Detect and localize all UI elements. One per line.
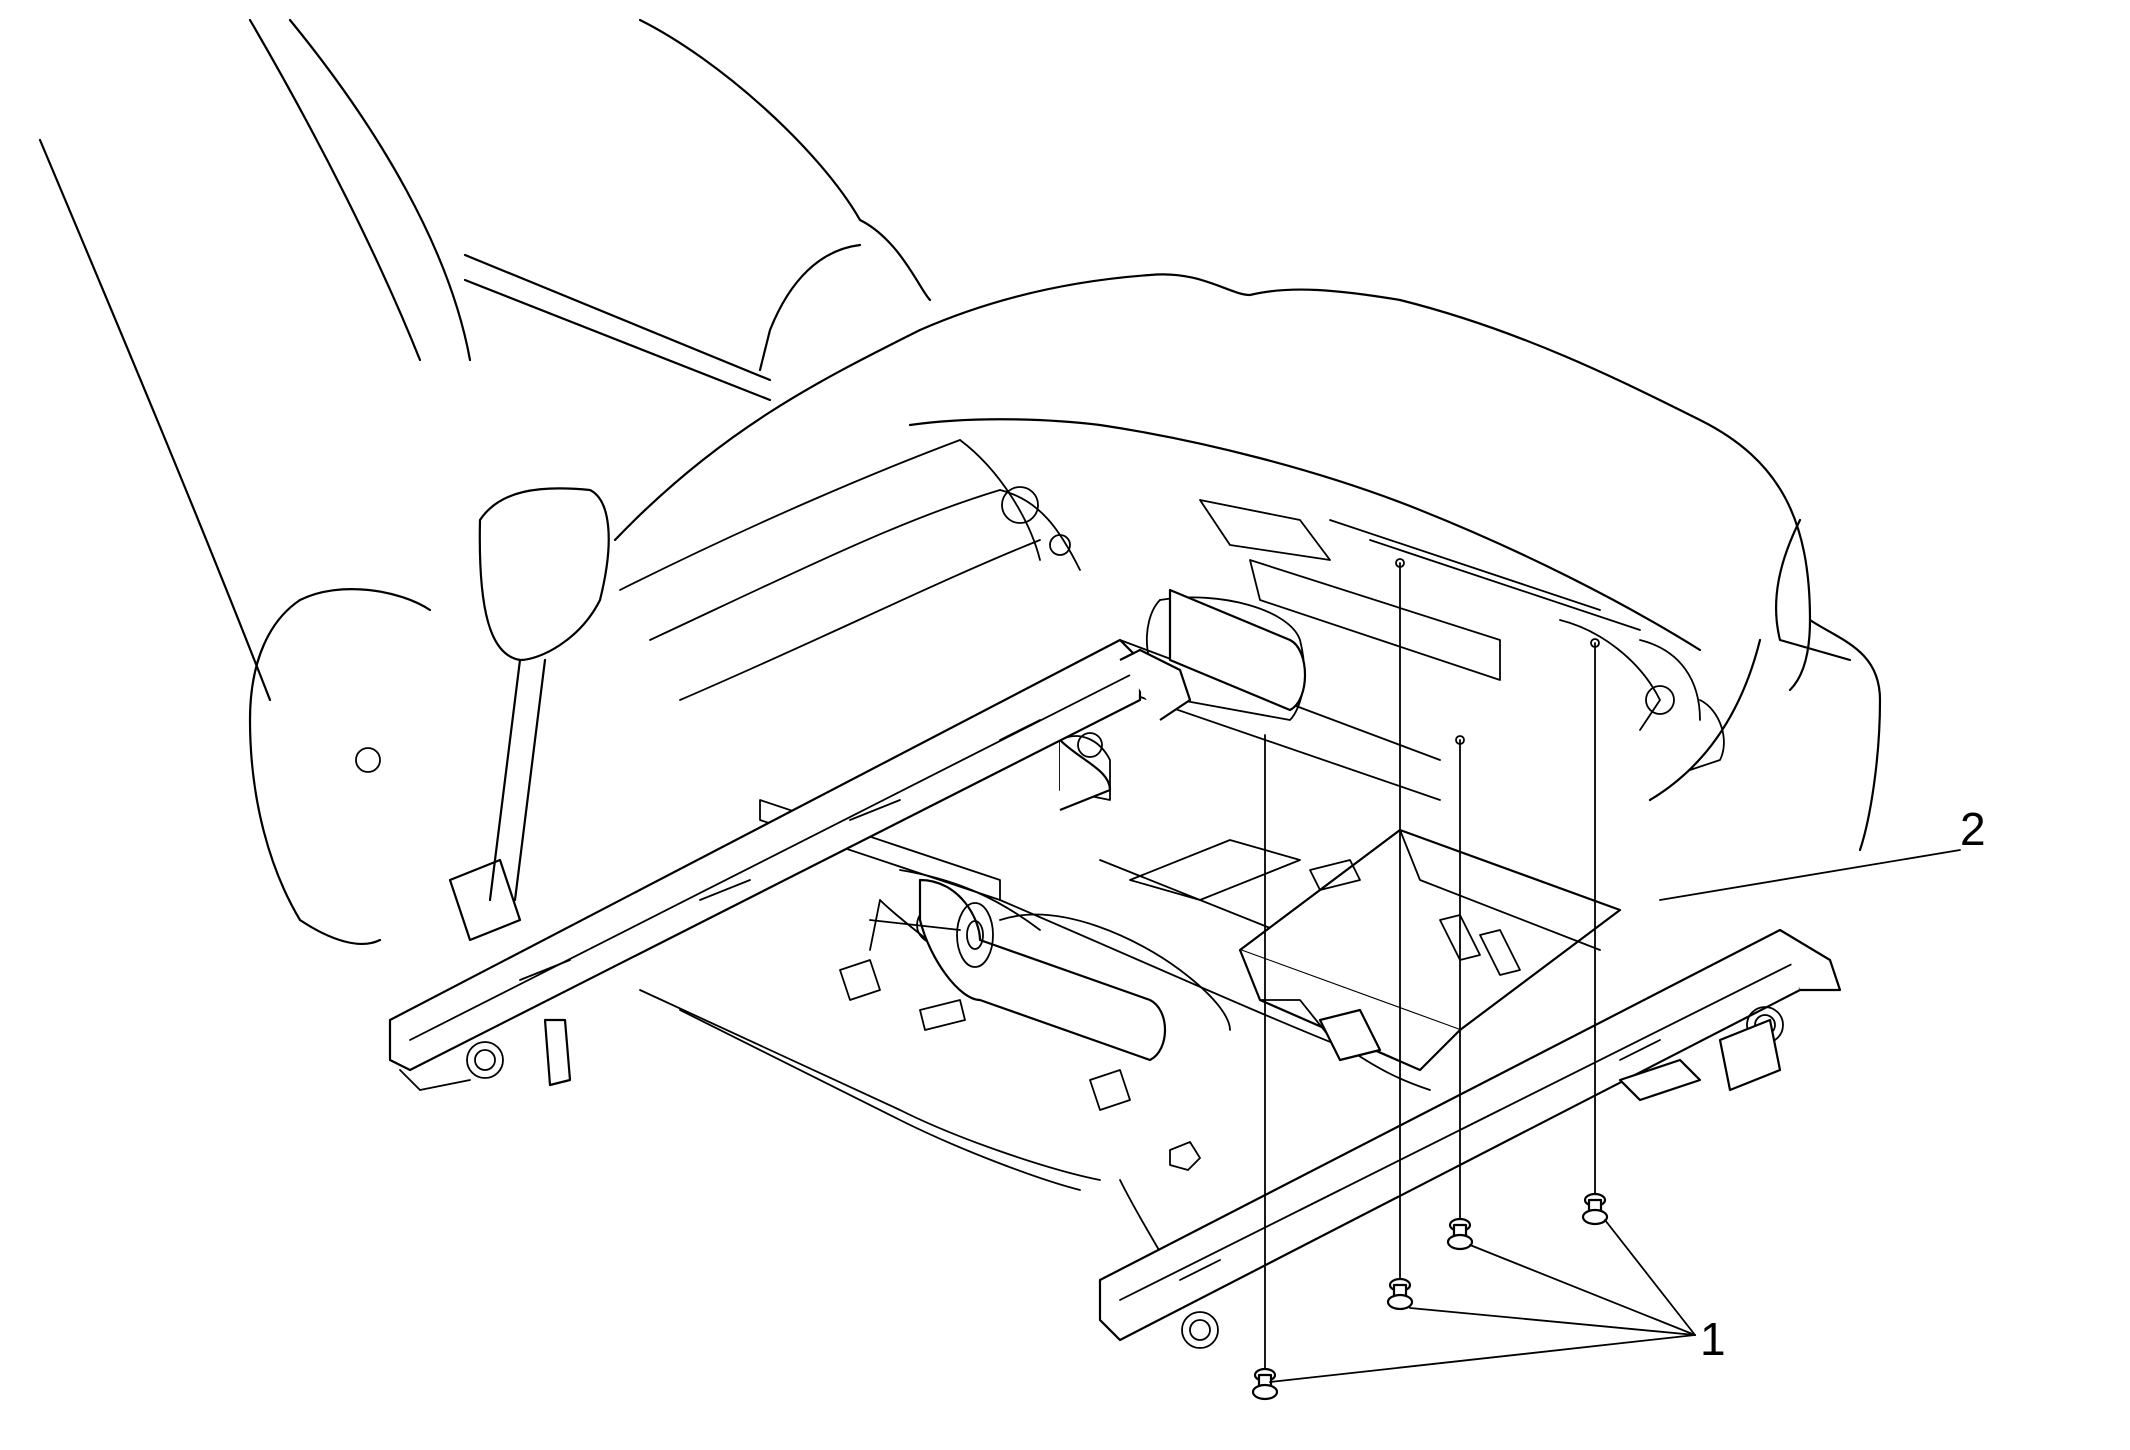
right-seat-track	[1098, 928, 1842, 1349]
callout-label-fasteners: 1	[1700, 1313, 1726, 1365]
fastener-bolt-1	[1251, 1367, 1279, 1401]
callout-1-leaders	[1269, 1219, 1696, 1383]
fastener-bolt-4	[1581, 1192, 1609, 1226]
left-seat-track	[388, 638, 1192, 1091]
callout-2-leader	[1659, 849, 1961, 901]
seat-electronic-module	[1238, 828, 1622, 1072]
seat-cushion-outline	[38, 18, 1882, 945]
fastener-bolt-2	[1386, 1277, 1414, 1311]
seat-frame	[619, 439, 1725, 1271]
module-fasteners	[1251, 558, 1609, 1401]
seat-actuator-cylinder	[869, 878, 1167, 1062]
seat-upper-tube	[1168, 588, 1307, 712]
callout-label-module: 2	[1960, 803, 1986, 855]
fastener-bolt-3	[1446, 1217, 1474, 1251]
